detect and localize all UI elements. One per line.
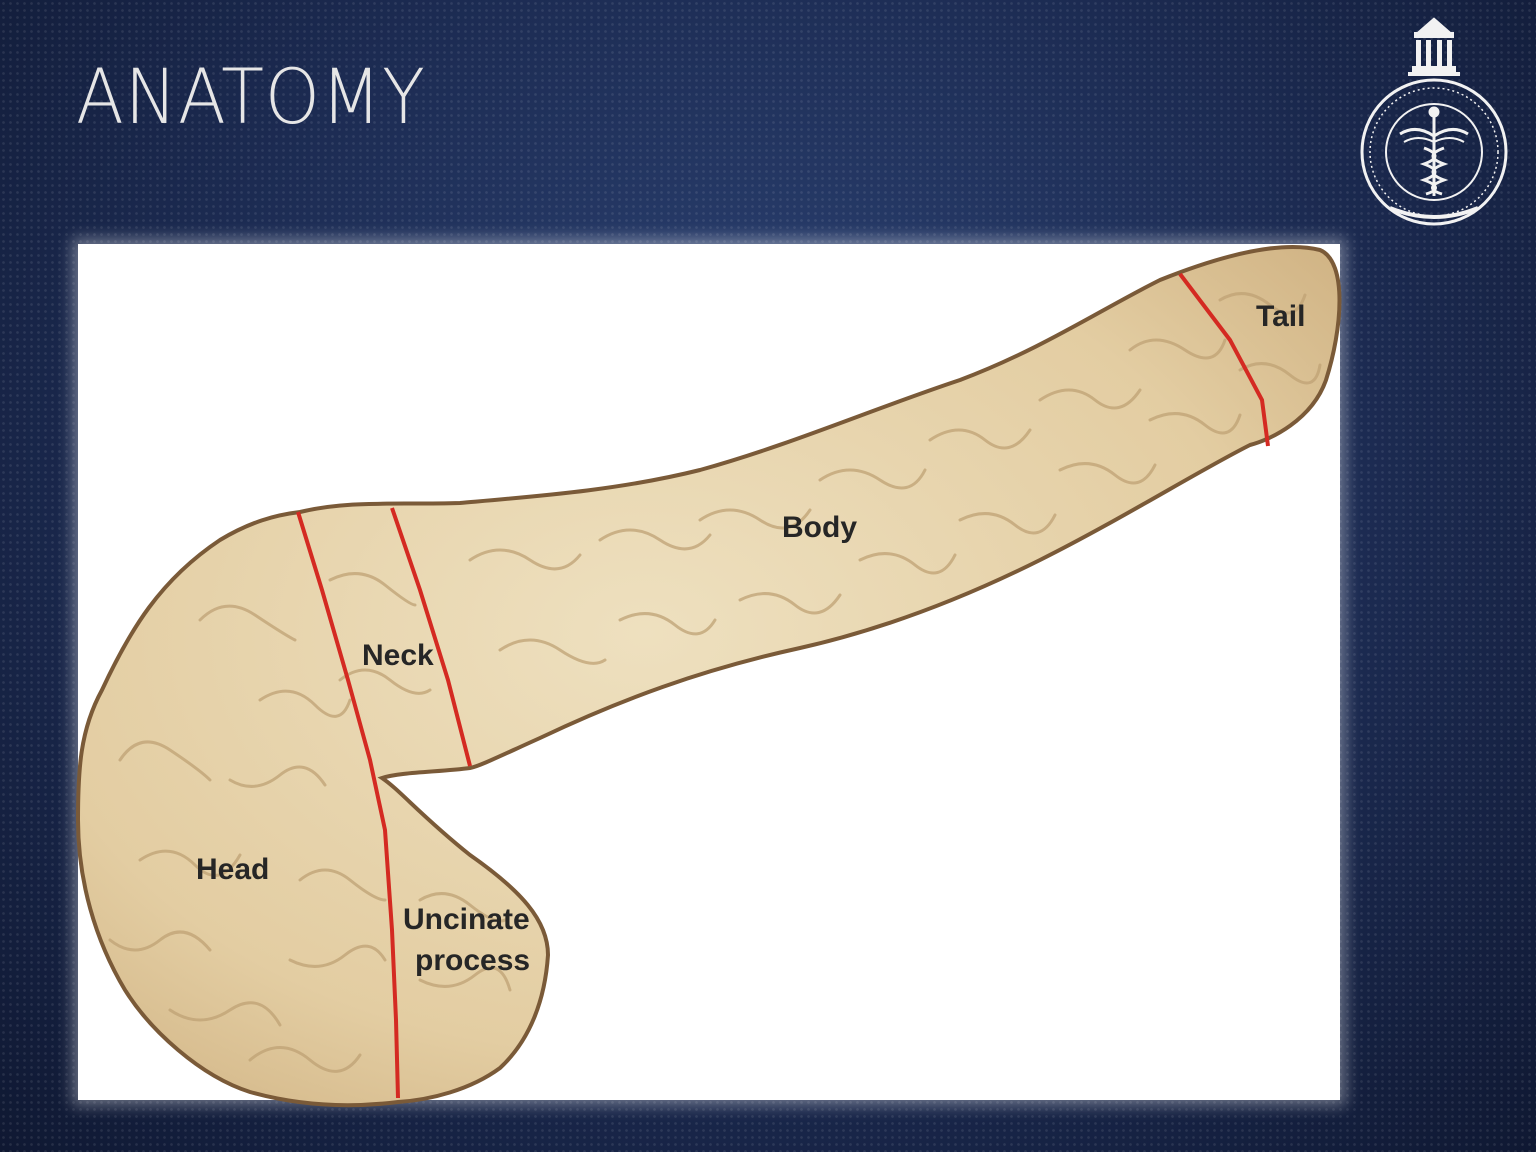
caduceus-icon <box>1399 106 1469 196</box>
neck-right-boundary <box>390 507 472 767</box>
tail-boundary <box>1178 272 1270 447</box>
label-uncinate-line1: Uncinate <box>403 903 530 936</box>
neck-left-boundary <box>296 511 400 1099</box>
division-lines <box>296 272 1270 1099</box>
label-head: Head <box>196 853 269 886</box>
label-uncinate-line2: process <box>415 944 530 977</box>
label-body: Body <box>782 511 857 544</box>
label-neck: Neck <box>362 639 434 672</box>
lobule-texture <box>108 292 1322 1073</box>
slide-title: ANATOMY <box>76 52 426 141</box>
institution-logo <box>1360 17 1508 226</box>
pancreas-outline <box>76 244 1342 1108</box>
label-tail: Tail <box>1256 300 1305 333</box>
